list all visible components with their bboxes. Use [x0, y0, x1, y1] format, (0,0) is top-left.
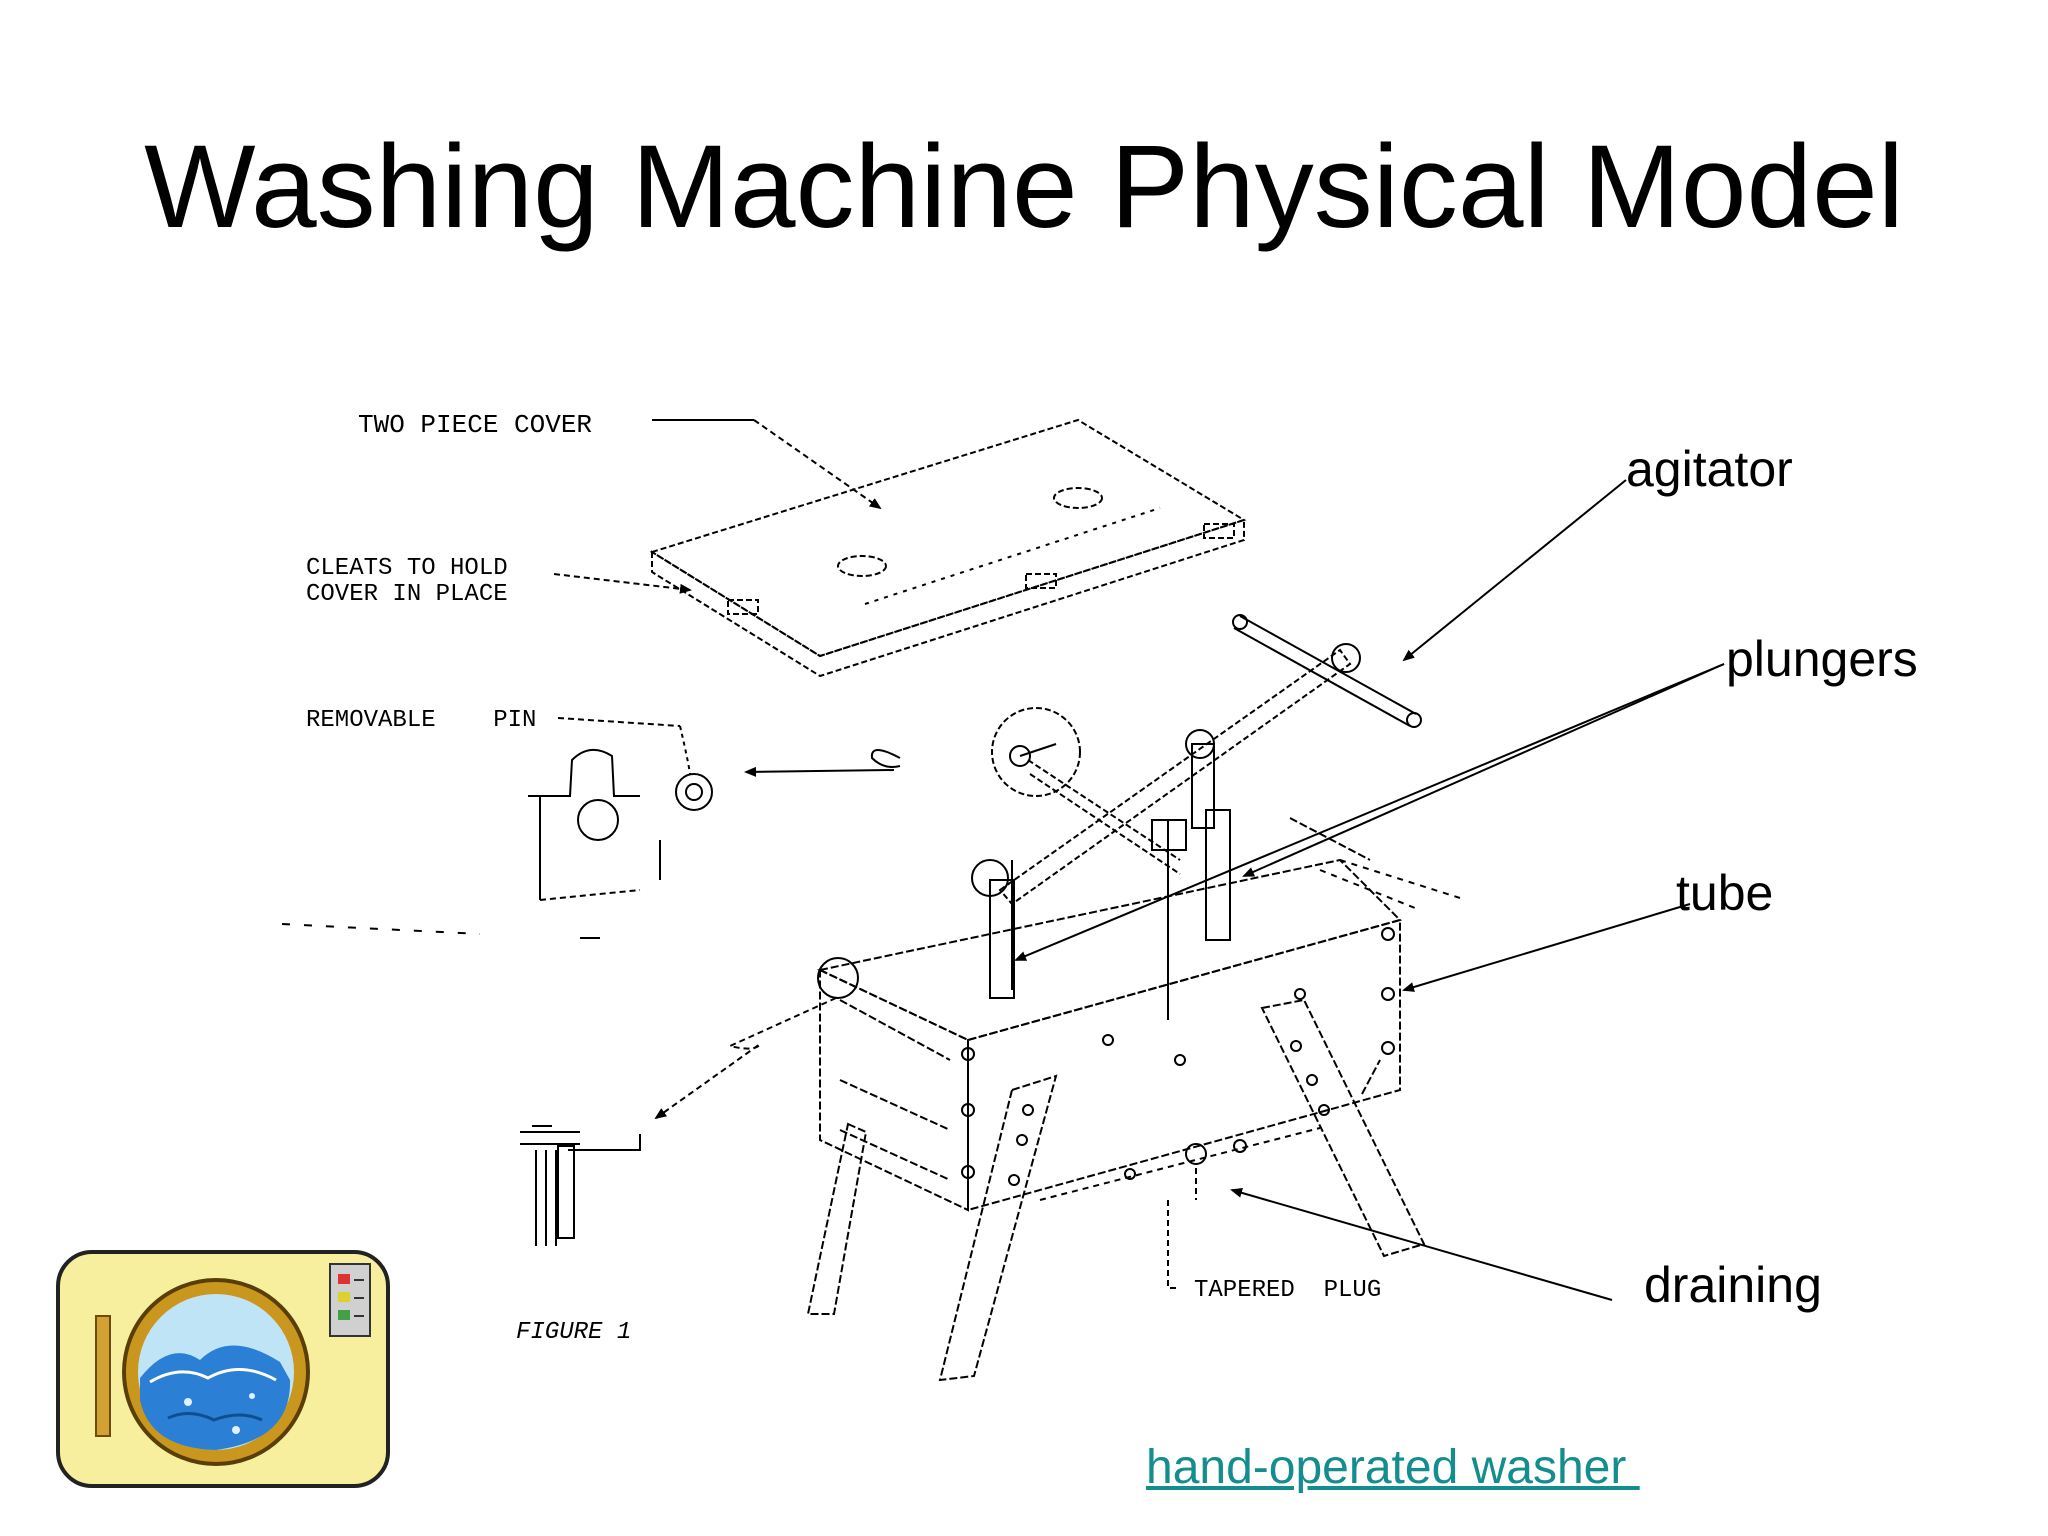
callout-plungers: plungers: [1726, 631, 1918, 687]
washing-machine-icon: [56, 1250, 390, 1488]
tub-box: [816, 817, 1461, 1212]
bolts: [961, 927, 1395, 1179]
label-figure: FIGURE 1: [516, 1319, 631, 1346]
legs: [806, 998, 1426, 1382]
drain-plug: [1124, 1139, 1247, 1180]
label-cleats-line2: COVER IN PLACE: [306, 581, 508, 608]
plunger-left: [971, 859, 1015, 999]
two-piece-cover: [649, 418, 1247, 678]
label-cleats-line1: CLEATS TO HOLD: [306, 555, 508, 582]
agitator-handle: [998, 614, 1422, 906]
slide-title: Washing Machine Physical Model: [144, 121, 1904, 253]
callout-agitator: agitator: [1626, 441, 1793, 497]
label-tapered-plug: TAPERED PLUG: [1194, 1277, 1381, 1304]
label-removable-pin: REMOVABLE PIN: [306, 707, 536, 734]
callout-draining: draining: [1644, 1257, 1822, 1313]
plunger-right: [1151, 729, 1231, 1020]
hand-operated-washer-link[interactable]: hand-operated washer: [1146, 1441, 1640, 1494]
callout-arrows: [1014, 479, 1725, 1301]
pin-detail: [528, 749, 713, 901]
crank-wheel: [991, 707, 1081, 797]
label-two-piece-cover: TWO PIECE COVER: [358, 410, 592, 440]
callout-tube: tube: [1676, 865, 1774, 921]
tube-fitting: [817, 957, 859, 999]
tube-detail: [520, 1125, 641, 1246]
leg-bolts: [1008, 1040, 1330, 1186]
